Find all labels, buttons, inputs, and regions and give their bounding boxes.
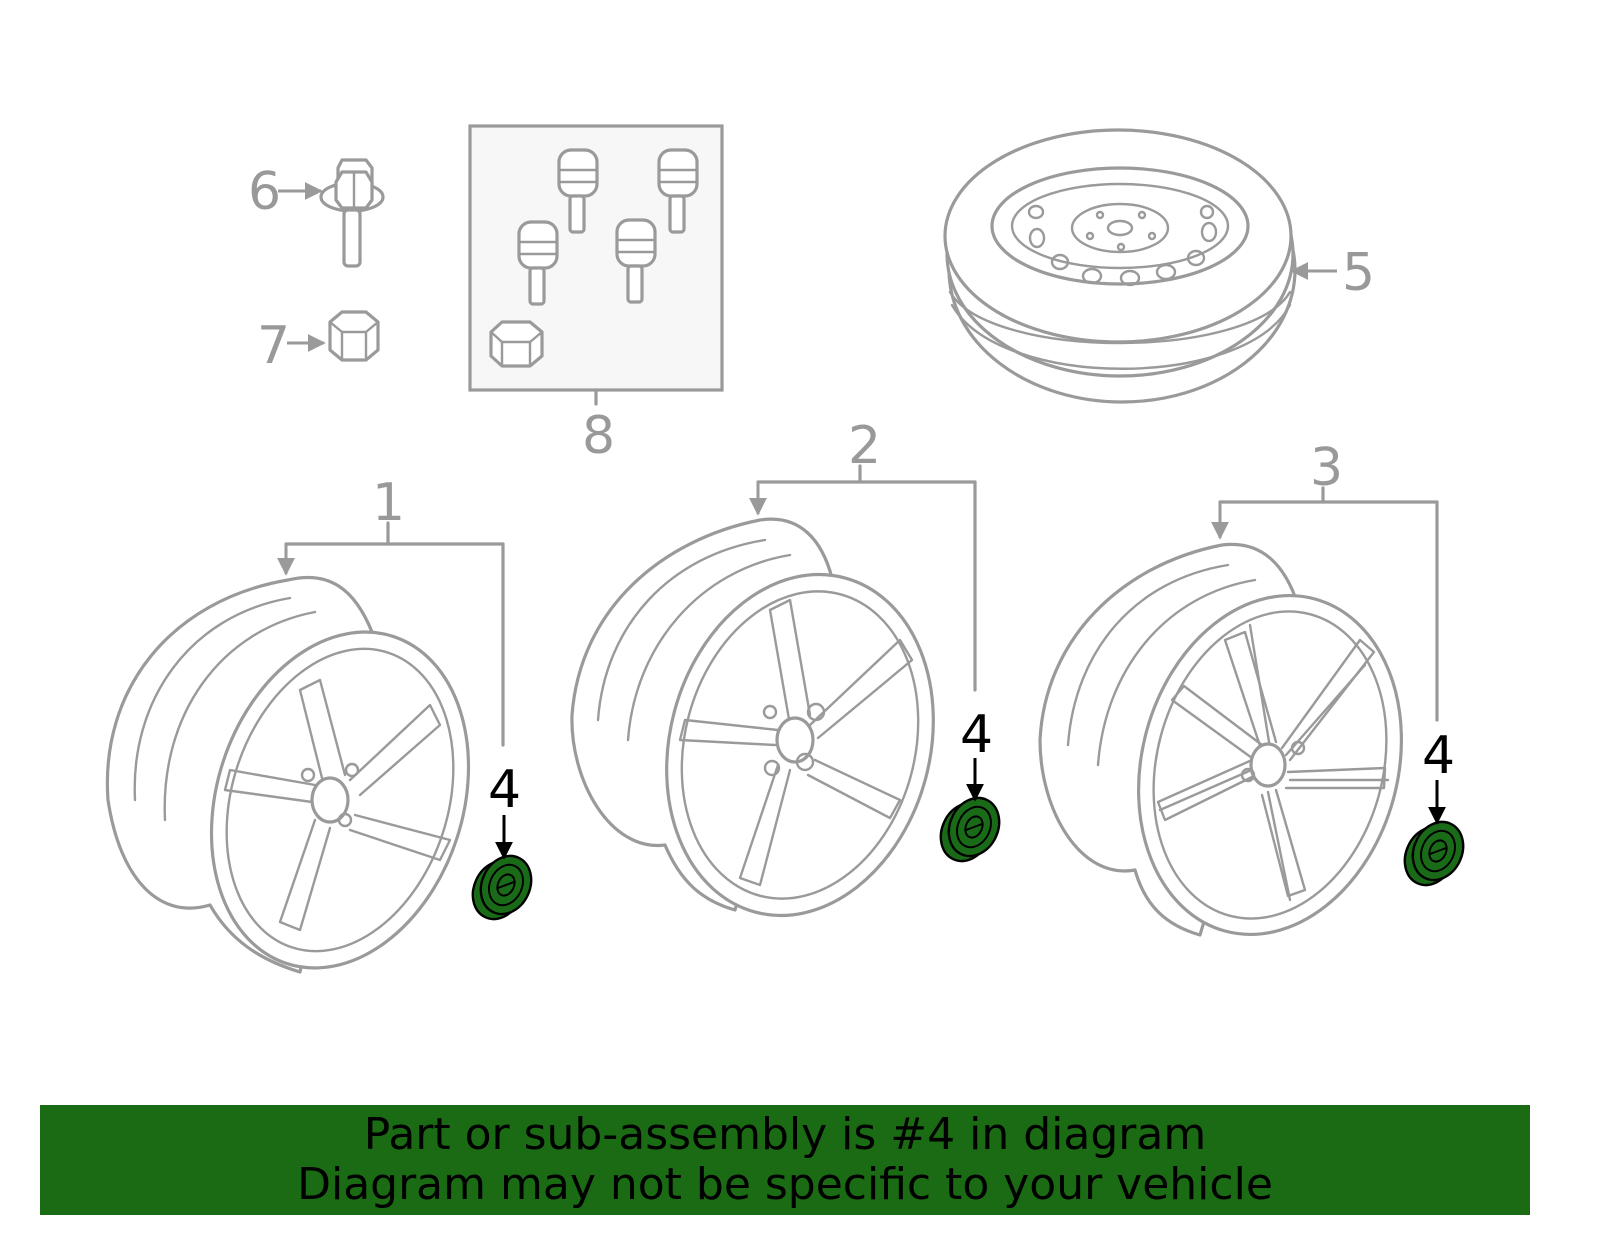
callout-1-bracket xyxy=(277,521,505,747)
banner-line-2: Diagram may not be specific to your vehi… xyxy=(297,1159,1273,1210)
spare-tire-part-5 xyxy=(943,128,1297,404)
alloy-wheel-part-1 xyxy=(105,575,471,974)
lug-nut-cap-part-7 xyxy=(328,310,380,362)
banner-line-1: Part or sub-assembly is #4 in diagram xyxy=(363,1109,1207,1160)
center-cap-part-4-c xyxy=(1403,820,1465,887)
alloy-wheel-part-2 xyxy=(570,517,935,918)
lock-bolt-kit-part-8 xyxy=(468,124,724,406)
spare-tire-bolt-holes xyxy=(1027,204,1218,287)
callout-2: 2 xyxy=(848,416,881,476)
info-banner: Part or sub-assembly is #4 in diagram Di… xyxy=(40,1105,1530,1215)
callout-4-wheel-3: 4 xyxy=(1422,726,1455,786)
callout-8: 8 xyxy=(582,406,615,466)
callout-3: 3 xyxy=(1310,438,1343,498)
lug-bolt-part-6 xyxy=(319,158,385,268)
callout-2-bracket xyxy=(749,464,977,692)
alloy-wheel-part-3 xyxy=(1038,542,1404,937)
callout-5: 5 xyxy=(1342,243,1375,303)
callout-1: 1 xyxy=(372,473,405,533)
callout-4-wheel-2: 4 xyxy=(960,705,993,765)
callout-7: 7 xyxy=(257,316,290,376)
callout-4-wheel-1: 4 xyxy=(488,760,521,820)
callout-6: 6 xyxy=(248,162,281,222)
center-cap-part-4-b xyxy=(939,796,1001,863)
center-cap-part-4-a xyxy=(471,854,533,921)
callout-3-bracket xyxy=(1211,486,1439,722)
